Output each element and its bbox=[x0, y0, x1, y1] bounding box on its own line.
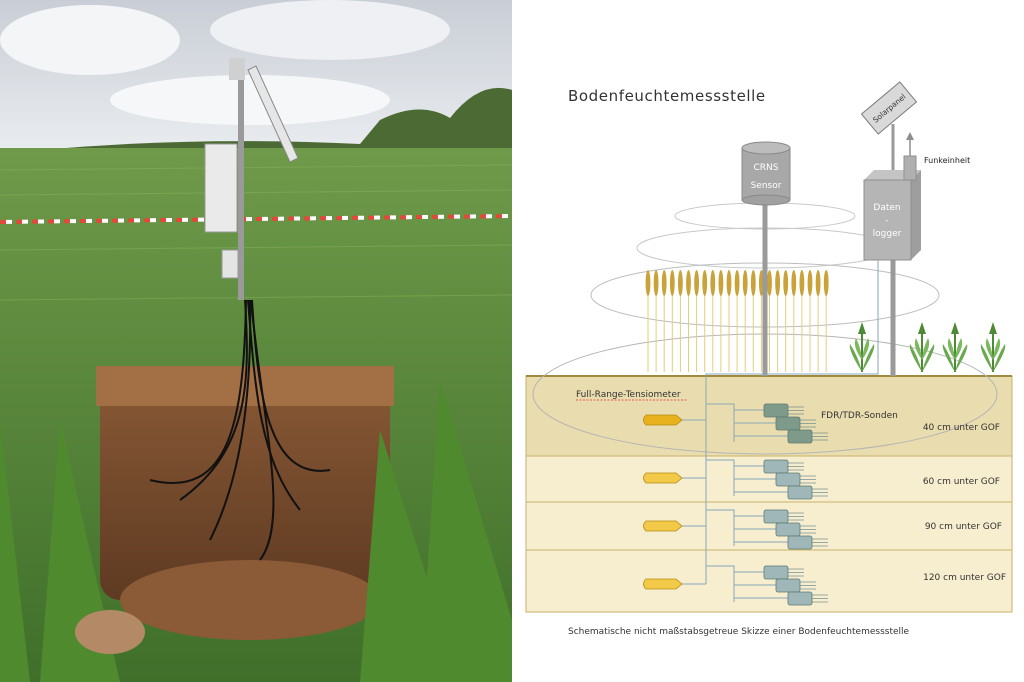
radio-label: Funkeinheit bbox=[924, 156, 970, 165]
radio-arrow-icon bbox=[906, 132, 914, 140]
wheat-stalk bbox=[694, 270, 699, 372]
crns-label-1: CRNS bbox=[754, 163, 779, 173]
tree-line bbox=[40, 87, 512, 152]
wheat-stalk bbox=[799, 270, 805, 372]
wheat-stalk bbox=[750, 270, 756, 372]
barrier-tape bbox=[0, 214, 512, 224]
crns-sensor-bottom bbox=[741, 194, 791, 206]
tensiometer bbox=[643, 472, 683, 484]
logger-label-3: logger bbox=[873, 229, 902, 239]
depth-label-60: 60 cm unter GOF bbox=[923, 477, 1000, 487]
wheat-stalk bbox=[702, 270, 708, 372]
mast bbox=[238, 80, 244, 300]
pit bbox=[100, 370, 390, 600]
fdr-probe bbox=[763, 509, 789, 524]
tensiometer bbox=[643, 414, 683, 426]
wheat-plants bbox=[645, 270, 829, 372]
wheat-stalk bbox=[775, 270, 780, 372]
radio-unit bbox=[903, 155, 917, 181]
station-photo bbox=[0, 0, 512, 682]
cables bbox=[149, 299, 331, 561]
cloud bbox=[0, 5, 180, 75]
plants bbox=[849, 322, 1006, 372]
cloud bbox=[110, 75, 390, 125]
crns-sensor-top bbox=[741, 141, 791, 155]
data-logger-box-side bbox=[911, 170, 921, 260]
soil-layer-120 bbox=[525, 549, 1013, 613]
fdr-tdr-probes bbox=[734, 403, 828, 606]
depth-label-40: 40 cm unter GOF bbox=[923, 423, 1000, 433]
data-logger-box bbox=[863, 179, 912, 261]
depth-label-90: 90 cm unter GOF bbox=[925, 522, 1002, 532]
diagram-caption: Schematische nicht maßstabsgetreue Skizz… bbox=[568, 627, 910, 637]
field-texture bbox=[0, 164, 512, 301]
fdr-probe bbox=[763, 403, 789, 418]
fdr-probe bbox=[775, 472, 801, 487]
wheat-stalk bbox=[710, 270, 716, 372]
tensiometers bbox=[643, 414, 683, 590]
logger-label-2: - bbox=[885, 216, 888, 226]
wheat-stalk bbox=[815, 270, 821, 372]
tensiometer bbox=[643, 578, 683, 590]
solar-panel: Solarpanel bbox=[860, 81, 918, 135]
wheat-stalk bbox=[823, 270, 829, 372]
fdr-probe bbox=[775, 578, 801, 593]
fdr-probe bbox=[775, 416, 801, 431]
wheat-stalk bbox=[742, 270, 748, 372]
stone bbox=[75, 610, 145, 654]
plant bbox=[942, 322, 968, 372]
wheat-stalk bbox=[678, 270, 683, 372]
depth-label-120: 120 cm unter GOF bbox=[923, 573, 1006, 583]
schematic-diagram: Bodenfeuchtemessstelle CRNS Sensor Daten… bbox=[525, 81, 1013, 637]
crns-sensor bbox=[741, 147, 791, 201]
wheat-stalk bbox=[653, 270, 659, 372]
fdr-probe bbox=[787, 429, 813, 444]
fdr-probe bbox=[763, 565, 789, 580]
plant bbox=[909, 322, 935, 372]
fdr-probe bbox=[787, 591, 813, 606]
plant bbox=[849, 322, 875, 372]
logger-cabinet bbox=[204, 143, 238, 233]
tensiometer-label: Full-Range-Tensiometer bbox=[576, 390, 681, 400]
wheat-stalk bbox=[783, 270, 789, 372]
barrier-tape-white bbox=[0, 214, 512, 224]
fdr-probe bbox=[763, 459, 789, 474]
wheat-stalk bbox=[686, 270, 691, 372]
wheat-stalk bbox=[645, 270, 651, 372]
crns-label-2: Sensor bbox=[751, 181, 782, 191]
wheat-stalk bbox=[726, 270, 732, 372]
mast-top-box bbox=[229, 58, 245, 80]
plant bbox=[980, 322, 1006, 372]
wheat-stalk bbox=[718, 270, 724, 372]
probe-group bbox=[734, 403, 828, 444]
probe-wiring bbox=[682, 260, 879, 602]
diagram-title: Bodenfeuchtemessstelle bbox=[568, 87, 766, 105]
wheat-stalk bbox=[734, 270, 740, 372]
probe-group bbox=[734, 459, 828, 500]
probe-group bbox=[734, 565, 828, 606]
fdr-probe bbox=[787, 535, 813, 550]
wheat-stalk bbox=[807, 270, 813, 372]
wheat-stalk bbox=[661, 270, 667, 372]
cloud bbox=[210, 0, 450, 60]
tensiometer bbox=[643, 520, 683, 532]
fdr-probe bbox=[787, 485, 813, 500]
fdr-probe bbox=[775, 522, 801, 537]
probe-group bbox=[734, 509, 828, 550]
junction-box bbox=[221, 249, 239, 279]
wheat-stalk bbox=[791, 270, 797, 372]
solar-panel bbox=[247, 65, 299, 163]
logger-label-1: Daten bbox=[873, 203, 900, 213]
pit-floor bbox=[120, 560, 380, 640]
fdr-label: FDR/TDR-Sonden bbox=[821, 411, 898, 421]
wheat-stalk bbox=[669, 270, 675, 372]
wheat-stalk bbox=[767, 270, 772, 372]
